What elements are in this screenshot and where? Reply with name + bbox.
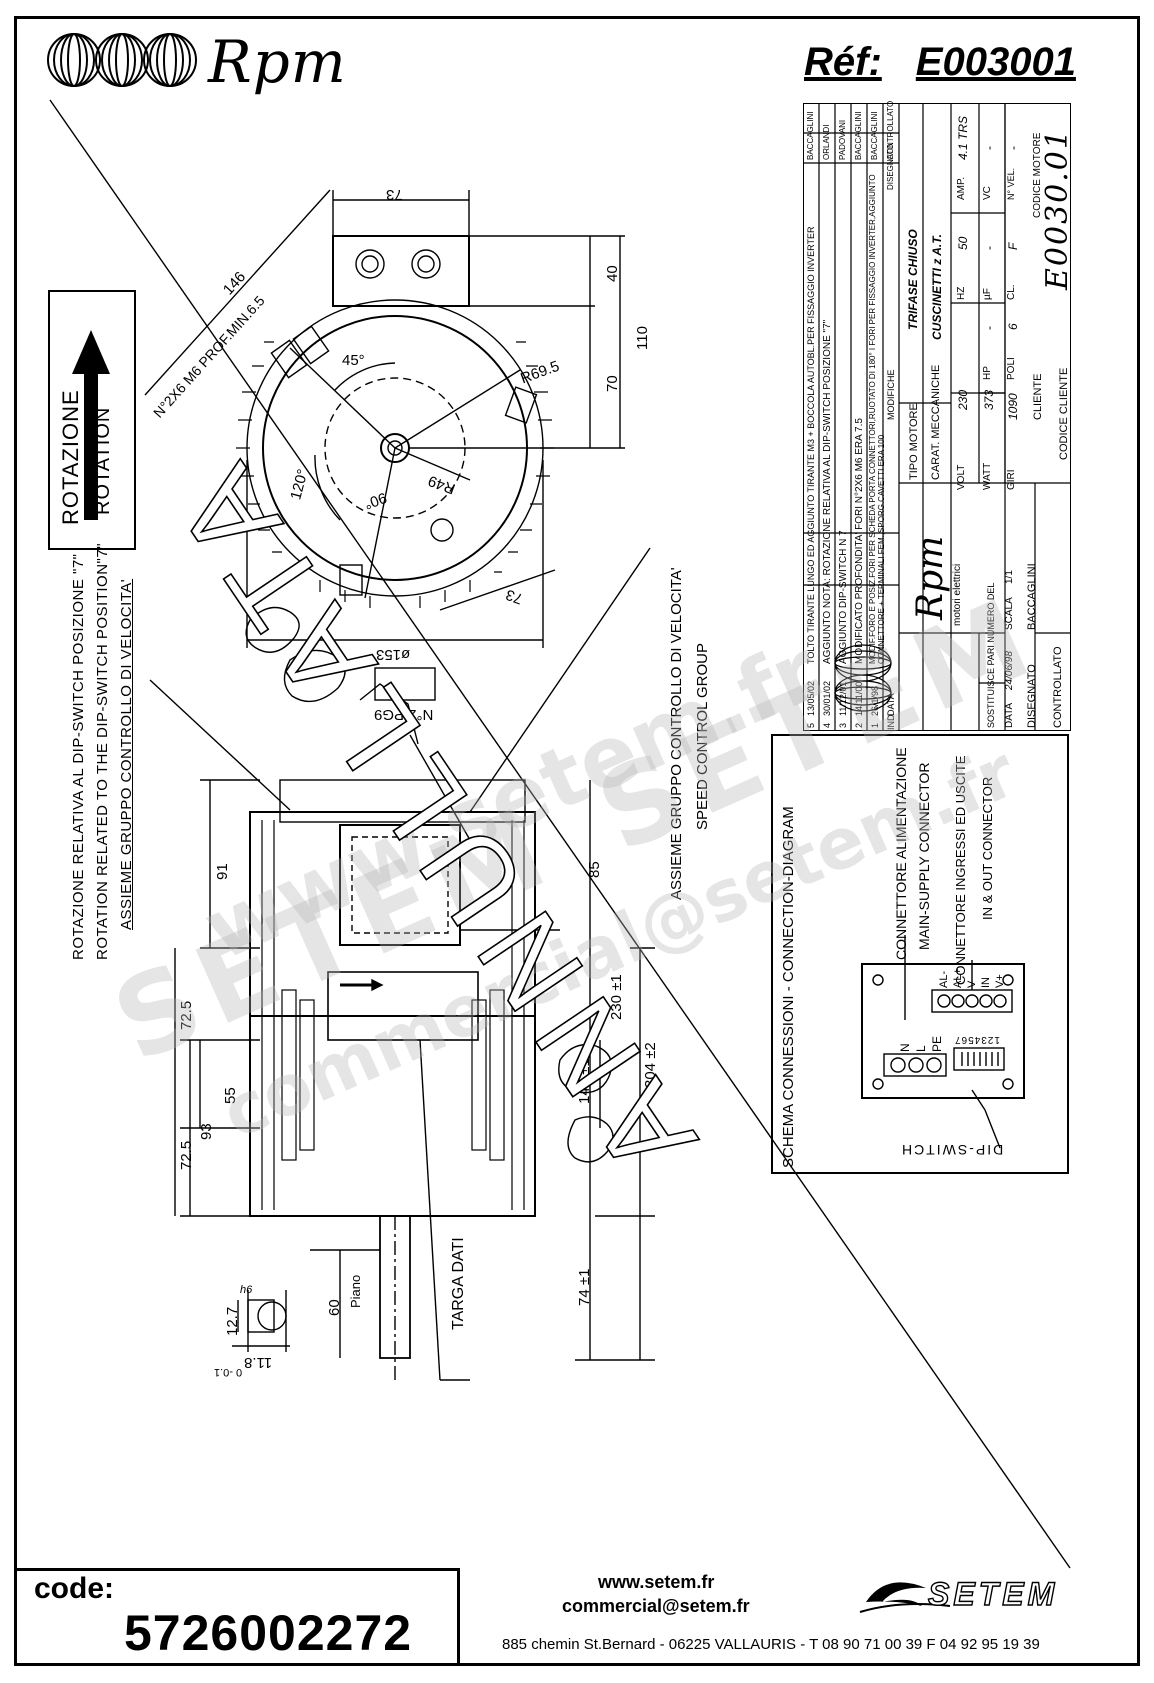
- rev-header-modifiche: MODIFICHE: [886, 369, 896, 421]
- terminal-in: IN: [980, 977, 992, 988]
- rev-1-by: BACCAGLINI: [870, 111, 879, 160]
- terminal-l: L: [914, 1045, 928, 1052]
- rotation-note-en: ROTATION RELATED TO THE DIP-SWITCH POSIT…: [94, 542, 111, 960]
- assembly-note: ASSIEME GRUPPO CONTROLLO DI VELOCITA': [118, 578, 135, 930]
- dip-numbers: 1234567: [954, 1034, 1000, 1045]
- uf-label: µF: [982, 288, 993, 300]
- dim-45deg: 45°: [342, 352, 365, 369]
- ref-label: Réf:: [804, 40, 882, 84]
- rpm-brand-text: Rpm: [208, 28, 347, 96]
- cliente-label: CLIENTE: [1032, 373, 1044, 420]
- watt-label: WATT: [982, 462, 993, 490]
- dim-74: 74 ±1: [576, 1268, 593, 1306]
- targa-label: TARGA DATI: [450, 1237, 467, 1330]
- code-box: [14, 1568, 460, 1666]
- title-block: [803, 103, 1071, 731]
- rev-2-text: MODIFICATO PROFONDITA' FORI N°2X6 M6 ERA…: [854, 418, 865, 664]
- dim-tolerance: 0 -0.1: [214, 1366, 243, 1378]
- carat-label: CARAT. MECCANICHE: [930, 364, 942, 480]
- volt-label: VOLT: [956, 464, 967, 490]
- title-block-coil-icon: [834, 644, 892, 712]
- cl-label: CL.: [1006, 284, 1017, 300]
- hp-value: -: [982, 326, 996, 330]
- codice-motore-value: E0030.01: [1040, 128, 1075, 290]
- rotation-arrow-icon: [72, 330, 110, 520]
- dim-60: 60: [326, 1299, 343, 1316]
- rev-3-by: PADOVANI: [838, 119, 847, 160]
- hp-label: HP: [982, 366, 993, 380]
- rev-4-text: AGGIUNTO NOTA: ROTAZIONE RELATIVA AL DIP…: [822, 319, 833, 664]
- giri-value: 1090: [1006, 393, 1020, 420]
- cl-value: F: [1006, 242, 1020, 250]
- drawing-frame: [14, 16, 1140, 1666]
- rotation-label-it: ROTAZIONE: [58, 389, 83, 525]
- footer-email[interactable]: commercial@setem.fr: [562, 1596, 750, 1616]
- amp-label: AMP.: [956, 176, 967, 200]
- nvel-label: N° VEL.: [1006, 167, 1016, 200]
- dim-11-8: 11.8: [244, 1354, 273, 1371]
- hz-value: 50: [956, 236, 970, 250]
- terminal-al-plus: AL+: [952, 968, 964, 988]
- dim-72-5-bottom: 72.5: [178, 1140, 195, 1170]
- watt-value: 373: [982, 389, 996, 410]
- volt-value: 230: [956, 389, 970, 410]
- piano-label: Piano: [348, 1274, 363, 1308]
- rotation-label-en: ROTATION: [92, 406, 114, 515]
- giri-label: GIRI: [1006, 469, 1017, 490]
- code-label: code:: [34, 1572, 115, 1605]
- dip-switch-label: DIP-SWITCH: [900, 1142, 1004, 1158]
- code-value: 5726002272: [124, 1605, 413, 1661]
- dim-110: 110: [634, 326, 651, 350]
- terminal-pe: PE: [930, 1035, 944, 1052]
- dim-85: 85: [586, 861, 603, 878]
- rpm-logo-coils: [47, 33, 197, 87]
- cancel-line: [49, 99, 1071, 1569]
- rev-5-text: TOLTO TIRANTE LUNGO ED AGGIUNTO TIRANTE …: [806, 226, 816, 664]
- reference-number: Réf: E003001: [804, 40, 1110, 85]
- footer-address: 885 chemin St.Bernard - 06225 VALLAURIS …: [502, 1636, 1040, 1653]
- rev-header-controllato: CONTROLLATO: [886, 100, 895, 160]
- vc-value: -: [982, 146, 996, 150]
- hz-label: HZ: [956, 286, 967, 300]
- rev-4-by: ORLANDI: [822, 124, 831, 160]
- dim-93: 93: [198, 1123, 215, 1140]
- rotation-box: [48, 290, 136, 550]
- footer-website[interactable]: www.setem.fr: [598, 1572, 715, 1592]
- terminal-v-plus: V+: [994, 974, 1006, 988]
- connection-diagram-box: [771, 734, 1069, 1174]
- setem-swirl-icon: [859, 1582, 951, 1613]
- codice-cliente-label: CODICE CLIENTE: [1058, 367, 1070, 460]
- terminal-v-minus: V-: [966, 977, 978, 988]
- dim-70: 70: [604, 375, 621, 392]
- tipo-motore-label: TIPO MOTORE: [908, 403, 920, 480]
- uf-value: -: [982, 246, 996, 250]
- poli-value: 6: [1006, 323, 1020, 330]
- dim-73-top: 73: [386, 186, 403, 203]
- disegnato-value: BACCAGLINI: [1026, 563, 1038, 630]
- vc-label: VC: [982, 186, 993, 200]
- rev-2-by: BACCAGLINI: [854, 111, 863, 160]
- amp-value: 4.1 TRS: [956, 115, 970, 160]
- ref-value: E003001: [915, 40, 1076, 84]
- dim-h6: h6: [240, 1284, 253, 1296]
- dim-12-7: 12.7: [224, 1306, 241, 1336]
- rev-1-text: MODIF.FORO E POSIZ.FORI PER SCHEDA PORTA…: [868, 174, 886, 664]
- rev-5-by: BACCAGLINI: [806, 111, 815, 160]
- carat-value: CUSCINETTI z A.T.: [930, 234, 944, 340]
- tipo-motore-value: TRIFASE CHIUSO: [906, 229, 920, 330]
- dim-40: 40: [604, 265, 621, 282]
- terminal-n: N: [898, 1043, 912, 1052]
- poli-label: POLI: [1006, 357, 1017, 380]
- nvel-value: -: [1006, 146, 1020, 150]
- setem-brand-text: SETEM: [927, 1575, 1059, 1612]
- terminal-al-minus: AL-: [938, 970, 950, 988]
- rotation-note-it: ROTAZIONE RELATIVA AL DIP-SWITCH POSIZIO…: [70, 553, 87, 961]
